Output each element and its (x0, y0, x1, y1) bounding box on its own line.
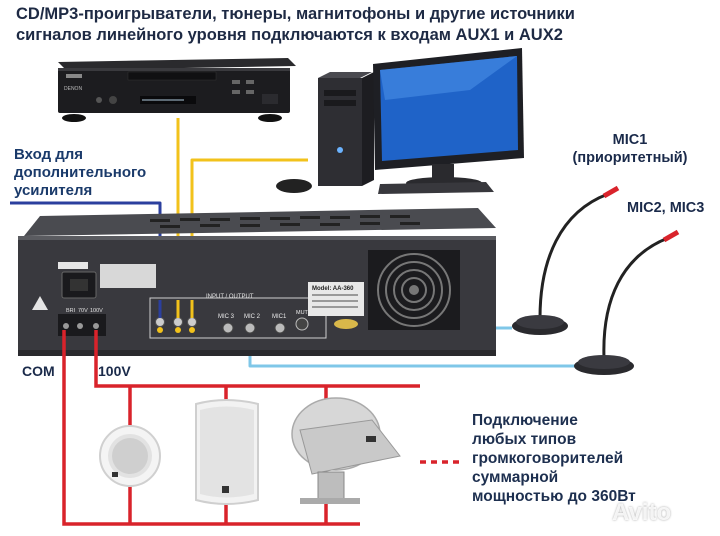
mic1-label-line-1: MIC1 (612, 132, 648, 148)
ceiling-speaker (99, 425, 161, 487)
aux-input-line-3: усилителя (14, 182, 93, 199)
computer (276, 48, 524, 194)
mute-label: MUTE (296, 310, 312, 316)
player-brand: DENON (64, 86, 82, 92)
aux-input-label: Вход для дополнительного усилителя (14, 146, 146, 200)
caption-line-1: CD/MP3-проигрыватели, тюнеры, магнитофон… (16, 5, 575, 23)
mic3-jack-label: MIC 3 (218, 314, 235, 320)
caption-line-2: сигналов линейного уровня подключаются к… (16, 26, 563, 44)
terminal-label-bri: BRI (66, 308, 76, 314)
microphone-mic1 (512, 185, 620, 335)
speakers-label: Подключение любых типов громкоговорителе… (472, 411, 636, 506)
cooling-fan (368, 250, 460, 330)
terminal-label-100v: 100V (90, 308, 103, 314)
aux-input-line-2: дополнительного (14, 164, 147, 181)
mic1-label-line-2: (приоритетный) (572, 150, 688, 166)
microphone-mic2 (574, 229, 680, 375)
cd-player: DENON (58, 58, 296, 122)
disc-tray (127, 71, 217, 81)
speaker-wires (62, 330, 462, 526)
mic1-jack-label: MIC1 (272, 314, 287, 320)
top-caption: CD/MP3-проигрыватели, тюнеры, магнитофон… (16, 4, 575, 46)
speakers-line-1: Подключение (472, 412, 578, 429)
horn-speaker (291, 397, 401, 504)
speakers-line-2: любых типов (472, 431, 577, 448)
speakers-line-3: громкоговорителей (472, 450, 624, 467)
mic1-label: MIC1 (приоритетный) (566, 131, 694, 167)
power-button-icon (66, 74, 82, 78)
amplifier: BRI 70V 100V INPUT / OUTPUT MIC 3 MIC 2 … (18, 208, 496, 356)
watermark-logo (614, 500, 638, 524)
warning-icon (32, 296, 48, 310)
mic23-label: MIC2, MIC3 (627, 200, 705, 216)
model-label: Model: AA-360 (312, 286, 354, 292)
mute-knob (295, 317, 309, 331)
wall-speaker (195, 399, 259, 505)
mic-jacks (222, 322, 286, 334)
mic2-jack-label: MIC 2 (244, 314, 261, 320)
io-label: INPUT / OUTPUT (206, 294, 254, 300)
speakers-line-5: мощностью до 360Вт (472, 488, 636, 505)
com-terminal-label: COM (22, 363, 55, 379)
terminal-label-70v: 70V (78, 308, 88, 314)
100v-terminal-label: 100V (98, 363, 131, 379)
rca-jacks (155, 317, 197, 333)
aux-input-line-1: Вход для (14, 146, 84, 163)
watermark-text: Avito (612, 499, 672, 526)
speakers-line-4: суммарной (472, 469, 559, 486)
